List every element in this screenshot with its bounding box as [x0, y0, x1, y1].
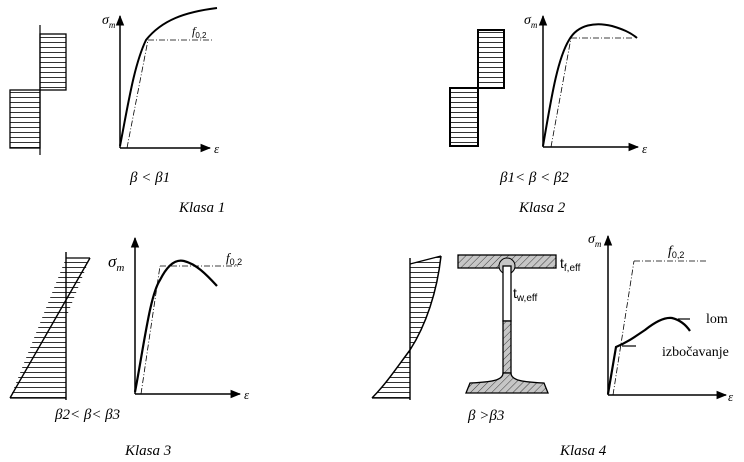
strain-axis-label-2: ε — [642, 141, 648, 156]
stress-strain-plot-2 — [538, 14, 640, 152]
strain-axis-label-1: ε — [214, 141, 220, 156]
stress-distribution-1 — [9, 25, 67, 155]
class-label-4: Klasa 4 — [559, 443, 607, 459]
proof-stress-label-4: f0,2 — [668, 244, 684, 260]
panel-klasa-2: σm ε β1< β < β2 Klasa 2 — [449, 13, 648, 216]
panel-klasa-3: σm ε f0,2 β2< β< β3 Klasa 3 — [9, 236, 250, 459]
proof-stress-label-3: f0,2 — [226, 250, 242, 267]
class-label-3: Klasa 3 — [124, 443, 171, 459]
panel-klasa-1: σm ε f0,2 β < β1 Klasa 1 — [9, 7, 225, 216]
stress-distribution-3 — [9, 252, 91, 400]
class-label-2: Klasa 2 — [518, 200, 566, 216]
i-beam-cross-section — [457, 254, 557, 394]
stress-strain-plot-1 — [115, 7, 218, 153]
web-thickness-label: tw,eff — [513, 285, 537, 304]
strain-axis-label-4: ε — [728, 389, 734, 404]
stress-distribution-4 — [371, 255, 442, 400]
proof-stress-label-1: f0,2 — [192, 24, 207, 40]
panel-klasa-4: tf,eff tw,eff σm ε f0,2 lom izbočavanje … — [371, 232, 734, 459]
stress-strain-plot-4 — [603, 234, 728, 400]
condition-label-1: β < β1 — [129, 170, 170, 186]
condition-label-3: β2< β< β3 — [54, 407, 120, 423]
condition-label-2: β1< β < β2 — [499, 170, 569, 186]
stress-axis-label-4: σm — [588, 232, 602, 249]
stress-strain-plot-3 — [130, 236, 242, 399]
buckling-label: izbočavanje — [662, 345, 729, 360]
failure-label: lom — [706, 312, 728, 327]
condition-label-4: β >β3 — [467, 408, 504, 424]
stress-axis-label-2: σm — [524, 13, 538, 30]
class-label-1: Klasa 1 — [178, 200, 225, 216]
flange-thickness-label: tf,eff — [560, 255, 581, 274]
stress-axis-label-3: σm — [108, 252, 124, 274]
stress-axis-label-1: σm — [102, 13, 116, 30]
stress-distribution-2 — [449, 29, 505, 147]
strain-axis-label-3: ε — [244, 387, 250, 402]
